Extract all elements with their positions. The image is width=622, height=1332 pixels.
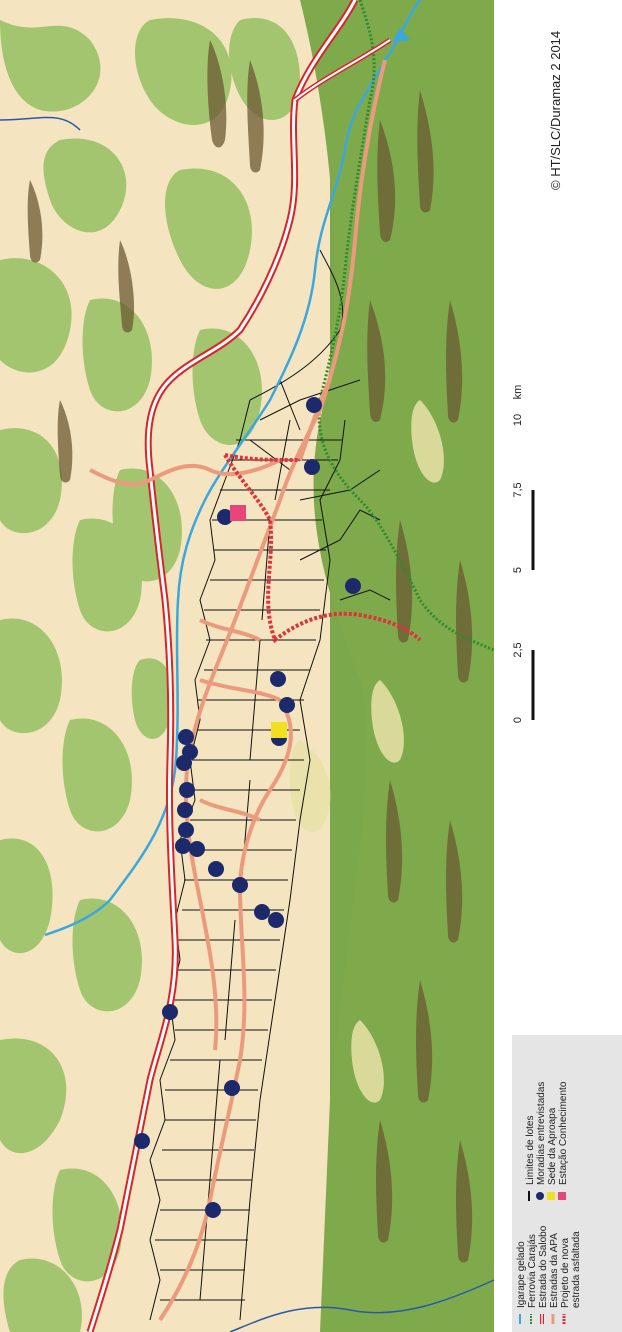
house-dot [270, 671, 286, 687]
house-dot [254, 904, 270, 920]
house-dot [224, 1080, 240, 1096]
scale-unit: km [512, 385, 524, 400]
map-frame [0, 0, 495, 1332]
legend-label: Estrada do Salobo [538, 1225, 549, 1308]
house-dot [232, 877, 248, 893]
house-dot [178, 822, 194, 838]
house-dot [179, 782, 195, 798]
aproapa-marker [271, 722, 287, 738]
house-dot [306, 397, 322, 413]
relief-shading [27, 40, 473, 1263]
legend-label: Projeto de nova [560, 1238, 571, 1308]
legend-label: Estação Conhecimento [558, 1081, 569, 1185]
scale-bar: 0 2,5 5 7,5 10 km [512, 385, 535, 723]
legend-label: Igarape gelado [516, 1241, 527, 1308]
house-dot [175, 838, 191, 854]
house-dot [268, 912, 284, 928]
house-dot [205, 1202, 221, 1218]
legend-label: Ferrovia Carajás [527, 1234, 538, 1308]
flow-arrow-icon [392, 28, 410, 42]
planned-road [223, 453, 422, 644]
house-dot [178, 729, 194, 745]
legend-box [512, 1035, 622, 1332]
clearings [290, 400, 444, 1103]
house-dot [177, 802, 193, 818]
house-dot [279, 697, 295, 713]
scale-tick-label: 0 [512, 717, 524, 723]
scale-tick-label: 7,5 [512, 482, 524, 497]
legend-label: Sede da Aproapa [547, 1107, 558, 1185]
forest-areas [0, 0, 494, 1332]
house-dot [162, 1004, 178, 1020]
legend-symbol [558, 1192, 566, 1200]
house-dot [134, 1133, 150, 1149]
main-road [86, 0, 392, 1332]
house-dot [176, 755, 192, 771]
house-dot [189, 841, 205, 857]
railway-line [317, 0, 495, 652]
house-dot [304, 459, 320, 475]
lot-boundaries [149, 249, 391, 1321]
legend-label: Limites de lotes [525, 1116, 536, 1185]
legend-label: Moradias entrevistadas [536, 1082, 547, 1185]
scale-tick-label: 10 [512, 414, 524, 426]
house-dot [345, 578, 361, 594]
legend-label: estrada asfaltada [571, 1231, 582, 1308]
interviewed-houses [134, 397, 361, 1218]
legend-label: Estradas da APA [549, 1233, 560, 1308]
house-dot [217, 509, 233, 525]
legend-symbol [547, 1192, 555, 1200]
river-south [229, 1279, 495, 1332]
scale-tick-label: 5 [512, 567, 524, 573]
scale-tick-label: 2,5 [512, 642, 524, 657]
house-dot [208, 861, 224, 877]
legend-symbol [536, 1192, 544, 1200]
map-credit: © HT/SLC/Duramaz 2 2014 [548, 31, 563, 190]
river-tributary [0, 116, 81, 131]
estacao-marker [230, 505, 246, 521]
